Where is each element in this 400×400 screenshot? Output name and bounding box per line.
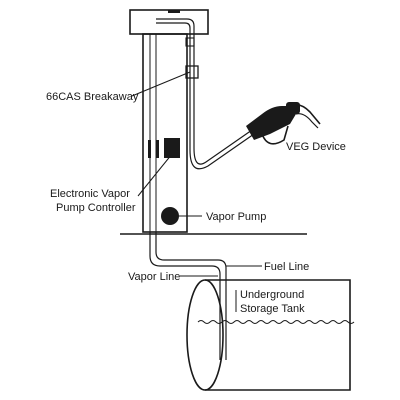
breakaway-coupling: [185, 65, 199, 79]
veg-nozzle: [246, 102, 321, 145]
label-controller-line1: Electronic Vapor: [50, 188, 130, 200]
controller-bar-2: [156, 140, 159, 158]
label-vapor-line: Vapor Line: [128, 271, 180, 283]
breakaway-top-fitting: [185, 37, 195, 47]
nozzle-handle: [261, 125, 289, 145]
label-veg-device: VEG Device: [286, 141, 346, 153]
label-fuel-line: Fuel Line: [264, 261, 309, 273]
controller-box: [164, 138, 180, 158]
dispenser-column: [142, 33, 188, 233]
nozzle-spout-lower: [295, 113, 319, 129]
dispenser: [129, 9, 209, 233]
tank-body: [205, 279, 351, 391]
label-tank-line1: Underground: [240, 289, 304, 301]
label-tank-line2: Storage Tank: [240, 303, 305, 315]
label-controller-line2: Pump Controller: [56, 202, 136, 214]
vapor-pump-controller: [148, 138, 180, 158]
vapor-pump: [161, 207, 179, 225]
controller-bar-1: [148, 140, 151, 158]
hose: [156, 18, 255, 170]
fuel-level-line: [197, 320, 355, 324]
pipes: [149, 232, 227, 360]
tank-end-cap: [186, 279, 224, 391]
nozzle-veg-unit: [286, 102, 300, 114]
storage-tank: [186, 279, 355, 391]
leader-breakaway: [131, 71, 191, 97]
label-vapor-pump: Vapor Pump: [206, 211, 266, 223]
hose-inner: [156, 22, 255, 170]
nozzle-body: [246, 106, 296, 140]
leader-lines: [131, 71, 262, 312]
label-breakaway: 66CAS Breakaway: [46, 91, 139, 103]
vapor-line-pipe: [149, 232, 221, 360]
leader-controller: [137, 153, 173, 197]
dispenser-top-cap: [129, 9, 209, 35]
dispenser-top-cap-notch: [168, 10, 180, 13]
hose-outer: [156, 18, 253, 165]
fuel-line-pipe: [155, 232, 227, 360]
